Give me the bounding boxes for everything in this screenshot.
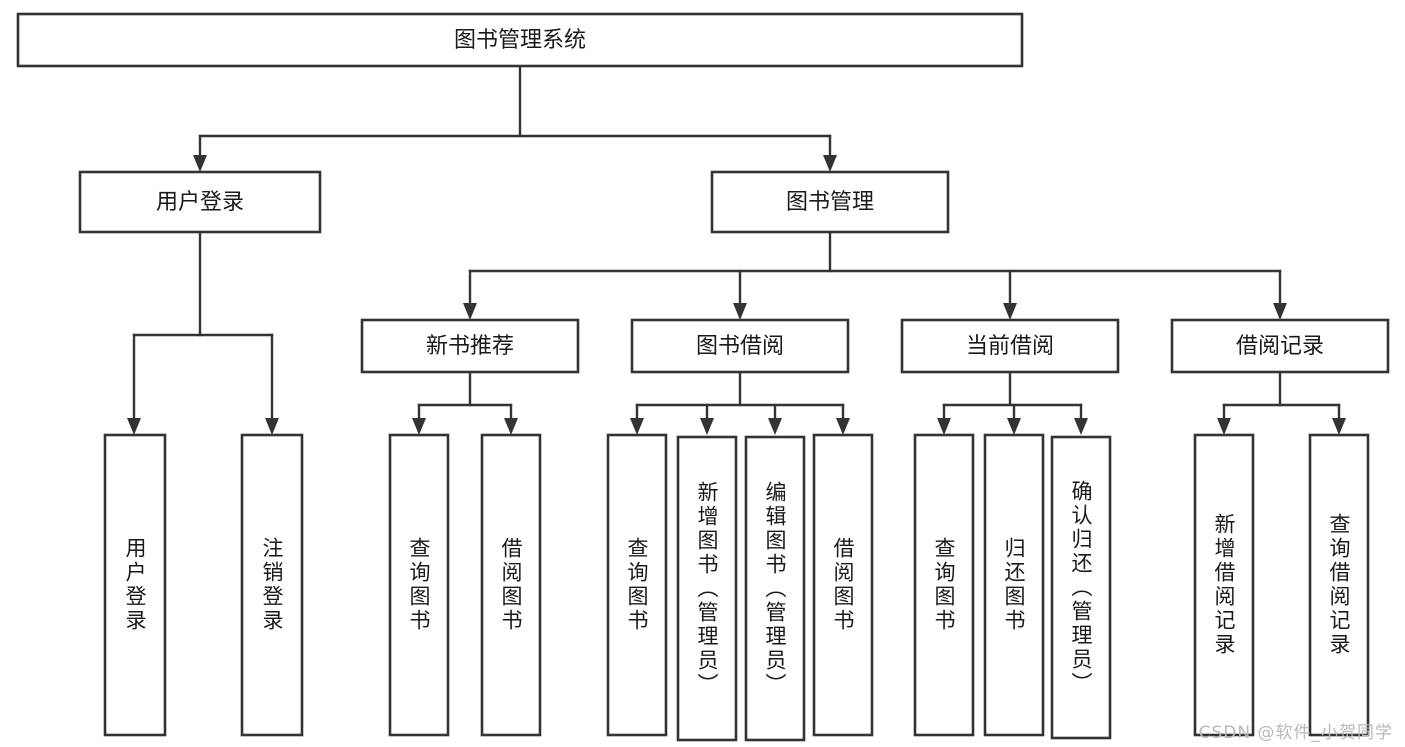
csdn-watermark: CSDN @软件_小贺同学 — [1198, 723, 1393, 743]
node-leaf-query-book-3[interactable] — [913, 433, 975, 737]
connector-borrow-record-to-leaves — [1222, 370, 1341, 421]
node-leaf-borrow-book-1[interactable] — [480, 433, 542, 737]
arrow-head-icon — [1003, 303, 1017, 320]
node-leaf-query-book-1[interactable] — [388, 433, 450, 737]
node-borrow-record[interactable]: 借阅记录 — [1170, 318, 1390, 374]
arrow-head-icon — [127, 418, 141, 435]
arrow-head-icon — [937, 418, 951, 435]
node-current-borrow[interactable]: 当前借阅 — [900, 318, 1120, 374]
arrow-head-icon — [733, 303, 747, 320]
node-user-login[interactable]: 用户登录 — [78, 170, 322, 234]
node-root-system[interactable]: 图书管理系统 — [16, 12, 1024, 68]
arrow-head-icon — [504, 418, 518, 435]
connector-userlogin-to-leaves — [132, 230, 274, 421]
connector-current-borrow-to-leaves — [942, 370, 1083, 421]
arrow-head-icon — [700, 418, 714, 435]
node-book-manage[interactable]: 图书管理 — [710, 170, 950, 234]
node-leaf-add-record[interactable] — [1193, 433, 1255, 737]
connector-root-to-level1 — [198, 64, 832, 158]
node-label: 图书管理 — [786, 190, 874, 215]
arrow-head-icon — [836, 418, 850, 435]
arrow-head-icon — [265, 418, 279, 435]
node-leaf-user-login[interactable] — [103, 433, 167, 737]
arrow-head-icon — [463, 303, 477, 320]
connector-new-book-recommend-to-leaves — [417, 370, 513, 421]
arrow-head-icon — [1007, 418, 1021, 435]
node-book-borrow[interactable]: 图书借阅 — [630, 318, 850, 374]
node-label: 当前借阅 — [966, 334, 1054, 359]
arrow-head-icon — [1217, 418, 1231, 435]
connector-book-borrow-to-leaves — [635, 370, 845, 421]
node-label: 借阅记录 — [1236, 334, 1324, 359]
arrow-head-icon — [1332, 418, 1346, 435]
arrow-head-icon — [412, 418, 426, 435]
arrow-head-icon — [768, 418, 782, 435]
node-leaf-query-book-2[interactable] — [606, 433, 668, 737]
node-leaf-edit-book-admin[interactable] — [744, 435, 806, 742]
node-leaf-borrow-book-2[interactable] — [812, 433, 874, 737]
node-leaf-query-record[interactable] — [1308, 433, 1370, 737]
arrow-head-icon — [1074, 418, 1088, 435]
node-new-book-recommend[interactable]: 新书推荐 — [360, 318, 580, 374]
arrow-head-icon — [630, 418, 644, 435]
node-leaf-logout[interactable] — [240, 433, 304, 737]
arrow-head-icon — [193, 155, 207, 172]
arrow-head-icon — [823, 155, 837, 172]
connector-bookmanage-to-level2 — [468, 230, 1282, 306]
node-leaf-confirm-return-admin[interactable] — [1050, 435, 1112, 740]
node-label: 图书管理系统 — [454, 28, 586, 53]
node-label: 用户登录 — [156, 190, 244, 215]
node-leaf-add-book-admin[interactable] — [676, 435, 738, 742]
arrow-head-icon — [1273, 303, 1287, 320]
node-leaf-return-book[interactable] — [983, 433, 1045, 737]
node-label: 图书借阅 — [696, 334, 784, 359]
node-label: 新书推荐 — [426, 334, 514, 359]
